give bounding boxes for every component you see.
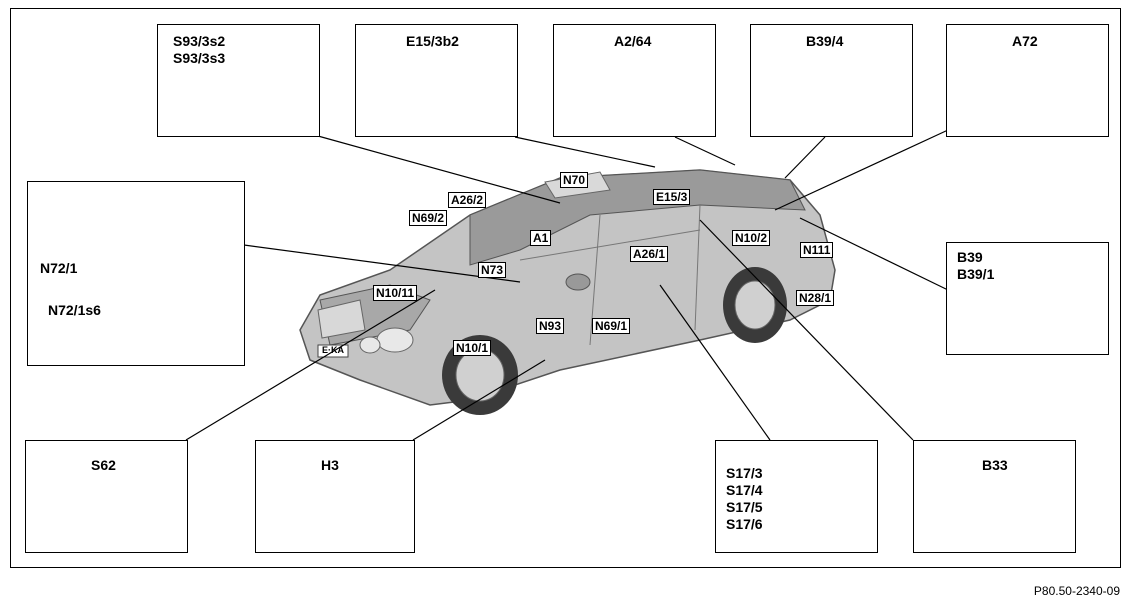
tag-n10-2: N10/2 xyxy=(732,230,771,246)
box-b33: B33 xyxy=(913,440,1076,553)
box-a72: A72 xyxy=(946,24,1109,137)
label-s17-3: S17/3 xyxy=(726,465,763,481)
label-s17-6: S17/6 xyxy=(726,516,763,532)
tag-a1: A1 xyxy=(530,230,552,246)
tag-n73: N73 xyxy=(478,262,507,278)
box-e15-3b2: E15/3b2 xyxy=(355,24,518,137)
tag-n70: N70 xyxy=(560,172,589,188)
leader-lines xyxy=(185,129,949,441)
tag-n10-11: N10/11 xyxy=(373,285,418,301)
label-n72-1: N72/1 xyxy=(40,260,78,276)
label-a2-64: A2/64 xyxy=(614,33,652,49)
figure-caption: P80.50-2340-09 xyxy=(1033,584,1120,598)
label-h3: H3 xyxy=(321,457,339,473)
label-b39-4: B39/4 xyxy=(806,33,844,49)
box-b39: B39 B39/1 xyxy=(946,242,1109,355)
label-a72: A72 xyxy=(1012,33,1038,49)
label-s93-3s2: S93/3s2 xyxy=(173,33,226,49)
box-a2-64: A2/64 xyxy=(553,24,716,137)
label-b39: B39 xyxy=(957,249,983,265)
label-s93-3s3: S93/3s3 xyxy=(173,50,226,66)
tag-n10-1: N10/1 xyxy=(453,340,492,356)
label-s62: S62 xyxy=(91,457,116,473)
box-b39-4: B39/4 xyxy=(750,24,913,137)
label-b39-1: B39/1 xyxy=(957,266,995,282)
box-s62: S62 xyxy=(25,440,188,553)
label-n72-1s6: N72/1s6 xyxy=(48,302,101,318)
label-s17-5: S17/5 xyxy=(726,499,763,515)
box-h3: H3 xyxy=(255,440,415,553)
box-n72-1: N72/1 N72/1s6 xyxy=(27,181,245,366)
label-e15-3b2: E15/3b2 xyxy=(406,33,459,49)
tag-n69-2: N69/2 xyxy=(409,210,448,226)
tag-n93: N93 xyxy=(536,318,565,334)
box-s93: S93/3s2 S93/3s3 xyxy=(157,24,320,137)
tag-a26-1: A26/1 xyxy=(630,246,669,262)
license-plate: E·KA xyxy=(322,345,344,355)
box-s17: S17/3 S17/4 S17/5 S17/6 xyxy=(715,440,878,553)
tag-n111: N111 xyxy=(800,242,834,258)
tag-a26-2: A26/2 xyxy=(448,192,487,208)
label-b33: B33 xyxy=(982,457,1008,473)
tag-n28-1: N28/1 xyxy=(796,290,835,306)
tag-e15-3: E15/3 xyxy=(653,189,691,205)
tag-n69-1: N69/1 xyxy=(592,318,631,334)
label-s17-4: S17/4 xyxy=(726,482,763,498)
